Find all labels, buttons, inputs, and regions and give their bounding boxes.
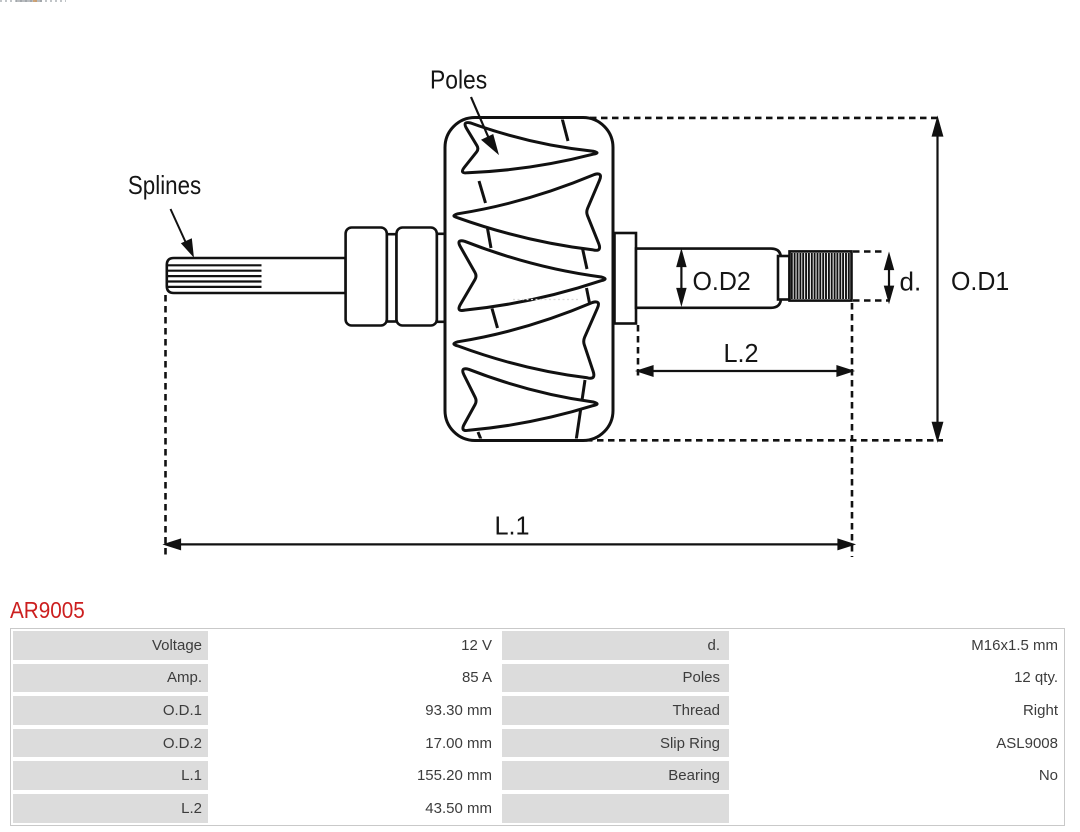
svg-text:O.D2: O.D2 [693,268,751,297]
svg-text:Splines: Splines [128,171,201,200]
svg-text:L.2: L.2 [724,340,759,368]
svg-text:L.1: L.1 [495,512,530,540]
svg-text:Poles: Poles [430,66,487,95]
svg-text:O.D1: O.D1 [951,268,1009,297]
svg-text:d.: d. [900,267,922,297]
